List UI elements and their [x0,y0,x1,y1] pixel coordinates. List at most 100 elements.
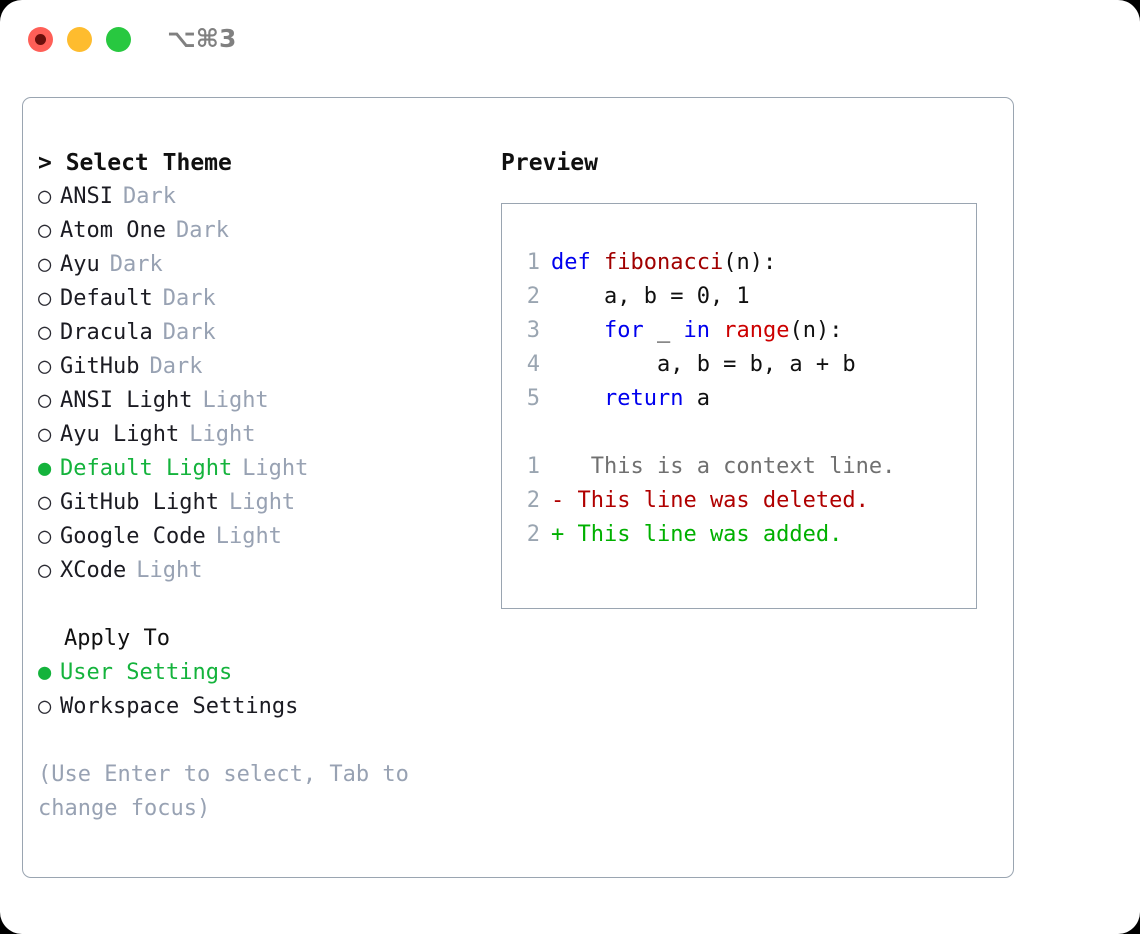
diff-text: This is a context line. [551,454,896,479]
theme-item-label: Ayu Light [60,422,180,447]
preview-title: Preview [501,150,598,176]
diff-text: + This line was added. [551,522,843,547]
code-token: a, b = b, a + b [551,352,856,377]
minimize-window-button[interactable] [67,27,92,52]
theme-item-label: ANSI [60,184,113,209]
code-line: 2 a, b = 0, 1 [514,280,970,314]
code-token [551,386,604,411]
theme-item-label: GitHub Light [60,490,219,515]
line-number: 1 [526,250,540,275]
radio-unselected-icon: ○ [38,252,52,277]
theme-item-label: Ayu [60,252,100,277]
code-diff-separator [514,416,970,450]
radio-unselected-icon: ○ [38,694,52,719]
maximize-window-button[interactable] [106,27,131,52]
theme-variant-badge: Light [242,456,309,481]
line-number: 4 [526,352,540,377]
theme-item-11[interactable]: ○ XCode Light [38,554,498,588]
radio-unselected-icon: ○ [38,218,52,243]
theme-variant-badge: Light [189,422,256,447]
radio-unselected-icon: ○ [38,422,52,447]
line-number: 5 [526,386,540,411]
radio-unselected-icon: ○ [38,490,52,515]
theme-item-2[interactable]: ○ Ayu Dark [38,248,498,282]
code-token: range [723,318,790,343]
code-token: a [683,386,710,411]
theme-variant-badge: Light [202,388,269,413]
radio-unselected-icon: ○ [38,388,52,413]
apply-to-item-0[interactable]: ●User Settings [38,656,498,690]
code-token [710,318,723,343]
diff-line: 1 This is a context line. [514,450,970,484]
code-text: def fibonacci(n): [540,250,776,275]
code-token: a, b = 0, 1 [551,284,750,309]
radio-unselected-icon: ○ [38,320,52,345]
theme-item-label: Default [60,286,153,311]
theme-variant-badge: Dark [109,252,163,277]
theme-variant-badge: Dark [175,218,229,243]
radio-unselected-icon: ○ [38,558,52,583]
theme-item-10[interactable]: ○ Google Code Light [38,520,498,554]
title-bar: ⌥⌘3 [0,0,1140,78]
line-number: 3 [526,318,540,343]
diff-text: - This line was deleted. [551,488,869,513]
theme-item-label: Default Light [60,456,233,481]
list-spacer [38,588,498,622]
theme-item-3[interactable]: ○ Default Dark [38,282,498,316]
radio-unselected-icon: ○ [38,184,52,209]
diff-line: 2 - This line was deleted. [514,484,970,518]
select-theme-header: > Select Theme [38,150,232,176]
theme-item-label: Google Code [60,524,206,549]
theme-item-label: GitHub [60,354,140,379]
theme-variant-badge: Light [136,558,203,583]
code-token: _ [643,318,684,343]
code-line: 3 for _ in range(n): [514,314,970,348]
theme-variant-badge: Light [215,524,282,549]
code-token: def [551,250,604,275]
code-token: fibonacci [603,250,724,275]
code-text: for _ in range(n): [540,318,842,343]
code-token [551,318,604,343]
code-token: return [603,386,684,411]
line-number: 2 [526,488,540,513]
theme-item-0[interactable]: ○ ANSI Dark [38,180,498,214]
radio-unselected-icon: ○ [38,524,52,549]
code-token: (n): [723,250,777,275]
code-token: in [683,318,710,343]
radio-unselected-icon: ○ [38,286,52,311]
radio-selected-icon: ● [38,660,52,685]
code-token: (n): [789,318,843,343]
theme-item-6[interactable]: ○ ANSI Light Light [38,384,498,418]
keyboard-shortcut-label: ⌥⌘3 [167,24,237,53]
theme-item-label: XCode [60,558,127,583]
code-line: 5 return a [514,382,970,416]
theme-variant-badge: Dark [149,354,203,379]
theme-item-label: ANSI Light [60,388,193,413]
theme-item-label: Dracula [60,320,153,345]
diff-line: 2+ This line was added. [514,518,970,552]
theme-item-7[interactable]: ○ Ayu Light Light [38,418,498,452]
theme-variant-badge: Dark [162,286,216,311]
apply-to-item-1[interactable]: ○ Workspace Settings [38,690,498,724]
line-number: 1 [526,454,540,479]
theme-variant-badge: Dark [122,184,176,209]
apply-to-item-label: Workspace Settings [60,694,299,719]
apply-to-list: ●User Settings ○ Workspace Settings [38,656,498,724]
keyboard-hint-text: (Use Enter to select, Tab to change focu… [38,762,423,821]
apply-to-header: Apply To [64,626,170,651]
code-text: return a [540,386,710,411]
code-text: a, b = b, a + b [540,352,856,377]
